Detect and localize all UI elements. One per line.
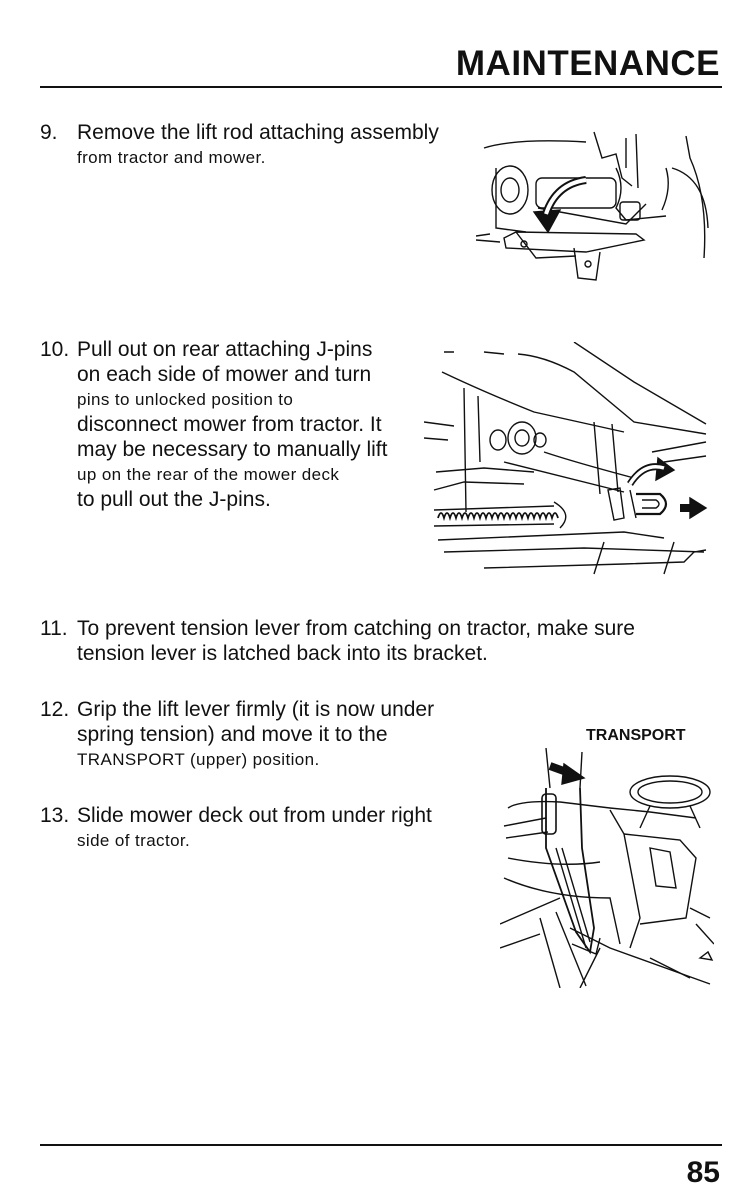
- transport-label: TRANSPORT: [586, 727, 686, 744]
- step-text-line: spring tension) and move it to the: [77, 723, 388, 746]
- step-text-line: pins to unlocked position to: [77, 390, 294, 409]
- j-pin-illustration: [424, 342, 708, 582]
- step-10: 10. Pull out on rear attaching J-pins on…: [40, 337, 420, 517]
- step-text-line: To prevent tension lever from catching o…: [77, 617, 635, 640]
- step-number: 12.: [40, 698, 70, 721]
- step-text-line: tension lever is latched back into its b…: [77, 642, 488, 665]
- lift-rod-illustration: [476, 128, 710, 294]
- step-number: 9.: [40, 121, 58, 144]
- step-text-line: on each side of mower and turn: [77, 363, 372, 386]
- footer-rule: [40, 1144, 722, 1146]
- step-text-line: side of tractor.: [77, 831, 191, 850]
- step-number: 11.: [40, 617, 68, 640]
- step-text-line: may be necessary to manually lift: [77, 438, 388, 461]
- step-9: 9. Remove the lift rod attaching assembl…: [40, 120, 460, 180]
- step-11: 11. To prevent tension lever from catchi…: [40, 616, 720, 676]
- step-text-line: Grip the lift lever firmly (it is now un…: [77, 698, 435, 721]
- step-number: 10.: [40, 338, 70, 361]
- lift-lever-illustration: [500, 748, 714, 988]
- step-text-line: from tractor and mower.: [77, 148, 266, 167]
- step-13: 13. Slide mower deck out from under righ…: [40, 803, 470, 863]
- step-number: 13.: [40, 804, 70, 827]
- step-text-line: Slide mower deck out from under right: [77, 804, 432, 827]
- step-text-line: to pull out the J-pins.: [77, 488, 271, 511]
- page-title: MAINTENANCE: [455, 44, 720, 83]
- step-text-line: Pull out on rear attaching J-pins: [77, 338, 373, 361]
- step-text-line: up on the rear of the mower deck: [77, 465, 340, 484]
- page-number: 85: [686, 1156, 720, 1189]
- header-rule: [40, 86, 722, 88]
- step-12: 12. Grip the lift lever firmly (it is no…: [40, 697, 470, 777]
- step-text-line: disconnect mower from tractor. It: [77, 413, 382, 436]
- step-text-line: Remove the lift rod attaching assembly: [77, 121, 439, 144]
- step-text-line: TRANSPORT (upper) position.: [77, 750, 320, 769]
